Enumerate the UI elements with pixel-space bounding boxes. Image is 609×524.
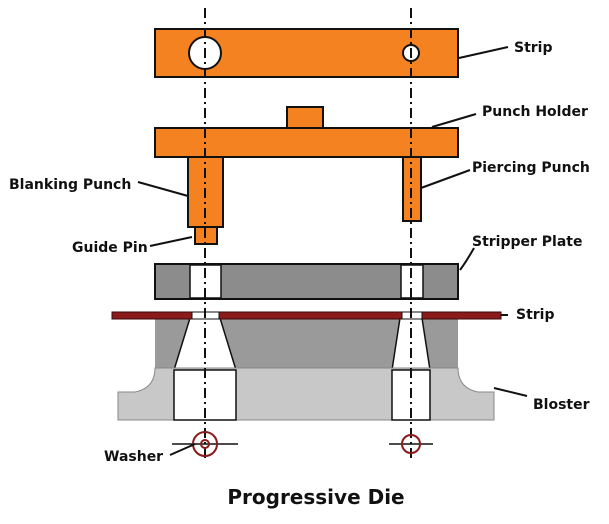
leader-washer <box>169 443 196 456</box>
leader-blanking-punch <box>137 181 189 197</box>
leader-punch-holder <box>431 113 477 128</box>
punch-holder-plate <box>154 127 459 158</box>
label-piercing-punch: Piercing Punch <box>472 160 590 176</box>
leader-strip-top <box>458 46 509 59</box>
mid-strip <box>111 311 502 320</box>
diagram-title: Progressive Die <box>227 485 404 509</box>
leader-bloster <box>493 387 528 397</box>
top-strip <box>154 28 459 78</box>
leader-piercing-punch <box>420 169 471 189</box>
washer-right-outer <box>401 434 421 454</box>
washer-left-inner <box>200 439 210 449</box>
label-strip-mid: Strip <box>516 307 555 323</box>
stripper-plate-hole-right <box>400 264 424 299</box>
punch-holder-shank <box>286 106 324 129</box>
bolster <box>117 367 495 421</box>
die-block <box>155 317 458 371</box>
punch-holder <box>154 106 459 158</box>
label-stripper-plate: Stripper Plate <box>472 234 583 250</box>
label-strip-top: Strip <box>514 40 553 56</box>
washer-left <box>172 431 238 457</box>
label-bloster: Bloster <box>533 397 590 413</box>
leader-stripper-plate <box>459 247 475 271</box>
washer-right <box>389 434 433 454</box>
stripper-plate <box>154 263 459 300</box>
label-blanking-punch: Blanking Punch <box>9 177 131 193</box>
label-washer: Washer <box>104 449 163 465</box>
label-guide-pin: Guide Pin <box>72 240 148 256</box>
label-punch-holder: Punch Holder <box>482 104 588 120</box>
leader-guide-pin <box>149 236 193 247</box>
